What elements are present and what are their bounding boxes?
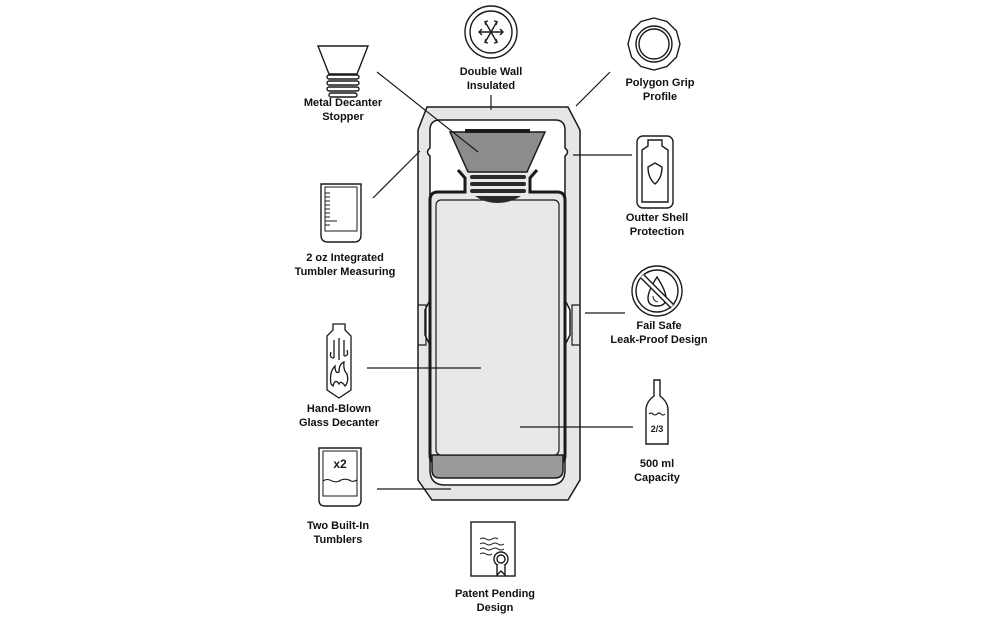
- right-interlock: [571, 304, 580, 346]
- left-interlock: [418, 304, 427, 346]
- bottle-icon: 2/3: [645, 379, 669, 445]
- product-cross-section: [417, 106, 581, 501]
- label-two-built-in-tumblers: Two Built-In Tumblers: [306, 520, 370, 546]
- tumbler-icon: x2: [318, 447, 362, 507]
- label-double-wall-insulated: Double Wall Insulated: [459, 66, 523, 92]
- label-500ml-capacity: 500 ml Capacity: [634, 458, 680, 484]
- label-2oz-integrated-tumbler: 2 oz Integrated Tumbler Measuring: [294, 252, 396, 278]
- measuring-cup-icon: [320, 183, 362, 243]
- tumbler-base: [431, 454, 564, 479]
- leader-lines: [367, 71, 633, 490]
- snowflake-icon: [464, 5, 518, 59]
- label-fail-safe-leak-proof: Fail Safe Leak-Proof Design: [610, 320, 708, 346]
- label-polygon-grip-profile: Polygon Grip Profile: [625, 77, 695, 103]
- stopper-icon: [316, 45, 370, 98]
- stopper-cap: [465, 129, 530, 133]
- bottle-icon-badge: 2/3: [651, 424, 664, 434]
- polygon-icon: [627, 17, 681, 71]
- label-outter-shell-protection: Outter Shell Protection: [625, 212, 689, 238]
- glass-inner: [435, 199, 560, 456]
- label-hand-blown-glass: Hand-Blown Glass Decanter: [298, 403, 380, 429]
- tumbler-icon-badge: x2: [333, 457, 347, 471]
- flame-decanter-icon: [326, 323, 352, 399]
- shield-bottle-icon: [636, 135, 674, 209]
- certificate-icon: [470, 521, 516, 577]
- no-drop-icon: [631, 265, 683, 317]
- stopper-threads: [470, 175, 526, 203]
- label-metal-decanter-stopper: Metal Decanter Stopper: [303, 97, 383, 123]
- label-patent-pending: Patent Pending Design: [454, 588, 536, 614]
